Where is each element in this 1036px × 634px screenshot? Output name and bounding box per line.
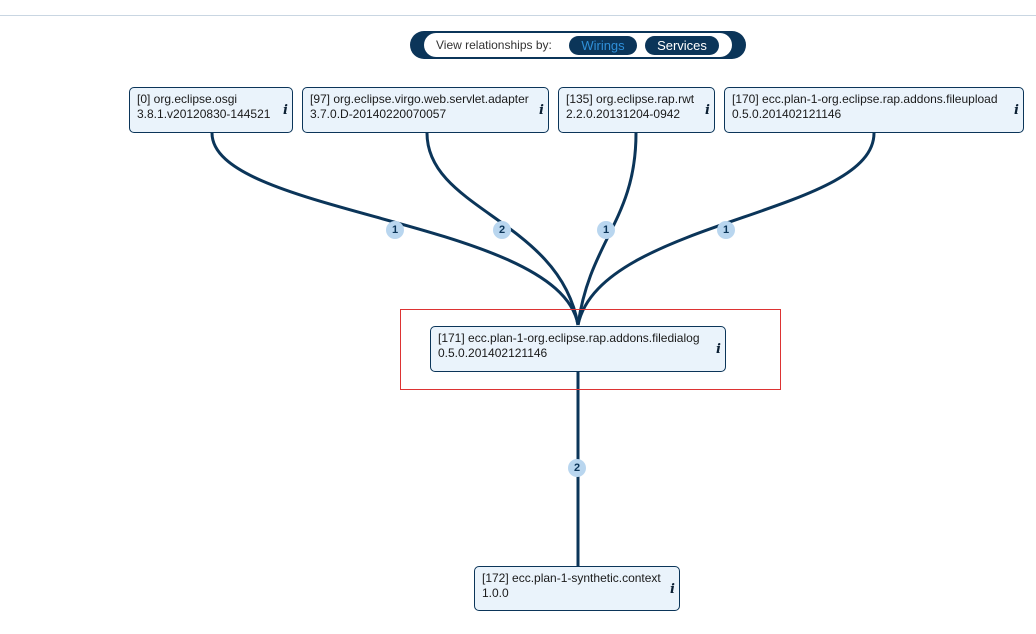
bundle-name: [172] ecc.plan-1-synthetic.context <box>482 571 661 585</box>
wirings-button[interactable]: Wirings <box>569 36 637 55</box>
bundle-name: [171] ecc.plan-1-org.eclipse.rap.addons.… <box>438 331 700 345</box>
bundle-version: 3.7.0.D-20140220070057 <box>310 107 447 121</box>
bundle-version: 2.2.0.20131204-0942 <box>566 107 681 121</box>
bundle-version: 1.0.0 <box>482 586 509 600</box>
edge-count-badge[interactable]: 1 <box>386 221 404 239</box>
edge-count-badge[interactable]: 1 <box>597 221 615 239</box>
edge-n97-n171 <box>425 132 580 326</box>
edge-count-badge[interactable]: 1 <box>717 221 735 239</box>
relationship-toggle-inner: View relationships by: Wirings Services <box>424 33 732 57</box>
edge-count-badge[interactable]: 2 <box>493 221 511 239</box>
bundle-node-97[interactable]: [97] org.eclipse.virgo.web.servlet.adapt… <box>302 87 549 133</box>
bundle-version: 3.8.1.v20120830-144521 <box>137 107 271 121</box>
relationship-label: View relationships by: <box>436 38 552 52</box>
bundle-node-172[interactable]: [172] ecc.plan-1-synthetic.context 1.0.0… <box>474 566 680 611</box>
services-button[interactable]: Services <box>645 36 719 55</box>
selected-node-highlight <box>400 309 781 390</box>
bundle-name: [97] org.eclipse.virgo.web.servlet.adapt… <box>310 92 529 106</box>
bundle-name: [135] org.eclipse.rap.rwt <box>566 92 695 106</box>
bundle-name: [170] ecc.plan-1-org.eclipse.rap.addons.… <box>732 92 998 106</box>
info-icon[interactable]: i <box>716 342 721 357</box>
edge-n0-n171 <box>210 132 580 326</box>
info-icon[interactable]: i <box>705 103 710 118</box>
bundle-node-135[interactable]: [135] org.eclipse.rap.rwt 2.2.0.20131204… <box>558 87 715 133</box>
info-icon[interactable]: i <box>1014 103 1019 118</box>
info-icon[interactable]: i <box>539 103 544 118</box>
info-icon[interactable]: i <box>670 582 675 597</box>
bundle-node-171[interactable]: [171] ecc.plan-1-org.eclipse.rap.addons.… <box>430 326 726 372</box>
bundle-node-0[interactable]: [0] org.eclipse.osgi 3.8.1.v20120830-144… <box>129 87 293 133</box>
info-icon[interactable]: i <box>283 103 288 118</box>
bundle-version: 0.5.0.201402121146 <box>732 107 842 121</box>
bundle-node-170[interactable]: [170] ecc.plan-1-org.eclipse.rap.addons.… <box>724 87 1024 133</box>
bundle-name: [0] org.eclipse.osgi <box>137 92 238 106</box>
relationship-toggle: View relationships by: Wirings Services <box>410 31 746 59</box>
bundle-version: 0.5.0.201402121146 <box>438 346 548 360</box>
edge-count-badge[interactable]: 2 <box>568 459 586 477</box>
edge-n170-n171 <box>576 132 876 326</box>
top-divider <box>0 15 1036 16</box>
